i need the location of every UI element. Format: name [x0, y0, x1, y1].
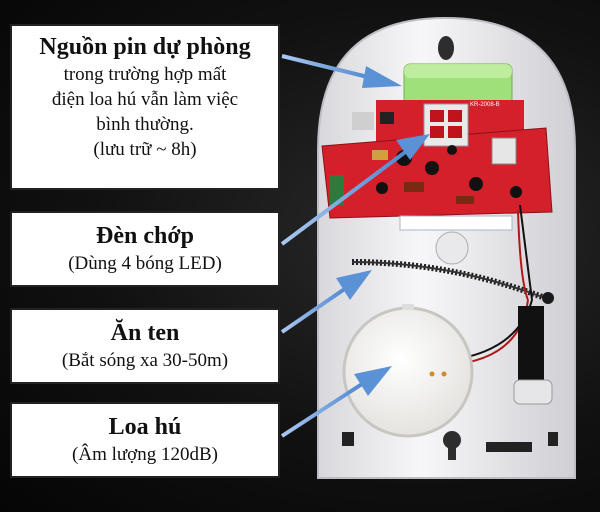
callout-antenna: Ăn ten (Bắt sóng xa 30-50m) [10, 308, 280, 384]
callout-line: trong trường hợp mất [63, 64, 227, 85]
callout-title: Ăn ten [110, 320, 180, 346]
callout-line: (Dùng 4 bóng LED) [68, 253, 222, 274]
arrow-antenna [280, 270, 372, 334]
callout-line: bình thường. [96, 114, 194, 135]
callout-title: Loa hú [108, 414, 182, 440]
callout-title: Nguồn pin dự phòng [39, 34, 251, 60]
mount-hole-top [438, 36, 454, 60]
callout-strobe-light: Đèn chớp (Dùng 4 bóng LED) [10, 211, 280, 287]
callout-title: Đèn chớp [96, 223, 194, 249]
arrow-led [280, 134, 430, 246]
pcb-board-code: KR-2008-B [470, 102, 500, 108]
callout-line: (Bắt sóng xa 30-50m) [61, 350, 229, 371]
mount-slot-right [518, 306, 544, 380]
callout-backup-battery: Nguồn pin dự phòng trong trường hợp mất … [10, 24, 280, 190]
callout-line: điện loa hú vẫn làm việc [51, 89, 239, 110]
siren-speaker [342, 306, 474, 438]
callout-line: (lưu trữ ~ 8h) [93, 139, 197, 160]
callout-siren-speaker: Loa hú (Âm lượng 120dB) [10, 402, 280, 478]
callout-line: (Âm lượng 120dB) [72, 444, 218, 465]
arrow-speaker [280, 366, 392, 438]
arrow-battery [281, 54, 402, 88]
